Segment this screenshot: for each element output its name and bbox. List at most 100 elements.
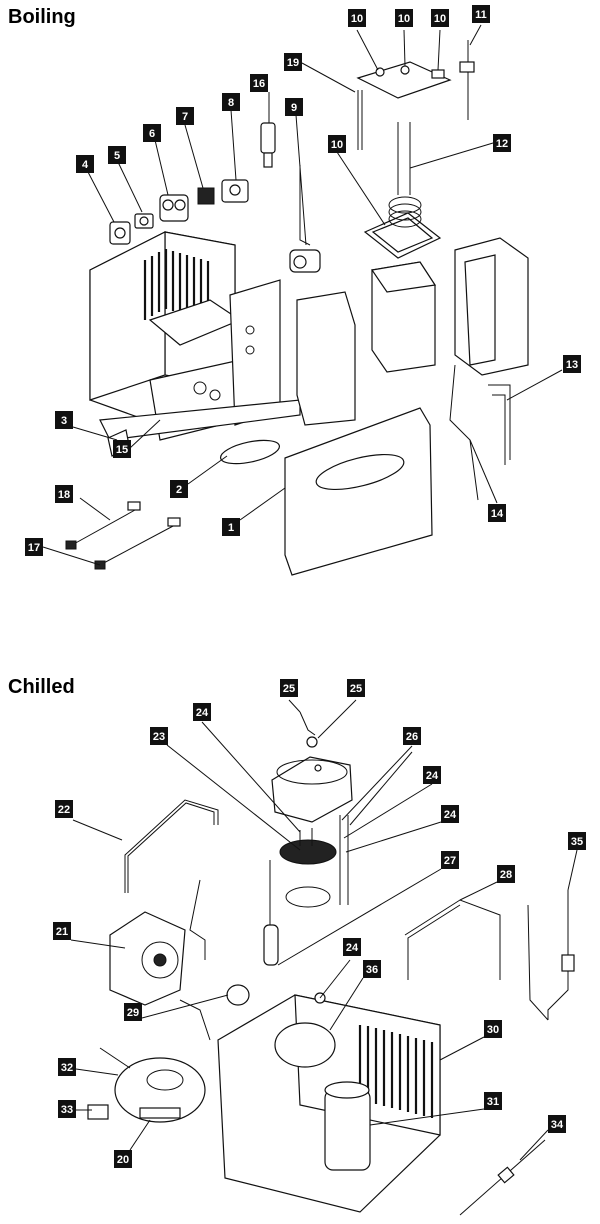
callout-24: 24 — [423, 766, 441, 784]
svg-text:34: 34 — [551, 1119, 564, 1131]
svg-text:1: 1 — [228, 522, 234, 534]
callout-36: 36 — [363, 960, 381, 978]
svg-text:24: 24 — [346, 942, 359, 954]
svg-text:31: 31 — [487, 1096, 499, 1108]
bracket-33 — [87, 1104, 109, 1120]
callout-25: 25 — [280, 679, 298, 697]
svg-text:25: 25 — [283, 683, 295, 695]
callout-30: 30 — [484, 1020, 502, 1038]
oring-27 — [285, 886, 331, 908]
svg-text:25: 25 — [350, 683, 362, 695]
svg-text:10: 10 — [398, 13, 410, 25]
valve-5 — [134, 213, 154, 229]
svg-text:10: 10 — [351, 13, 363, 25]
svg-text:4: 4 — [82, 159, 89, 171]
callout-10: 10 — [395, 9, 413, 27]
svg-text:21: 21 — [56, 926, 68, 938]
svg-text:16: 16 — [253, 78, 265, 90]
callout-7: 7 — [176, 107, 194, 125]
svg-text:23: 23 — [153, 731, 165, 743]
svg-text:6: 6 — [149, 128, 155, 140]
transformer-8 — [221, 179, 249, 203]
rear-enclosure — [454, 237, 529, 376]
lid-assembly-10 — [356, 61, 452, 99]
cold-tank-lid — [271, 756, 353, 823]
svg-text:28: 28 — [500, 869, 512, 881]
svg-text:8: 8 — [228, 97, 234, 109]
harness-35 — [527, 890, 575, 1021]
sensor-16 — [260, 122, 276, 168]
svg-text:14: 14 — [491, 508, 504, 520]
callout-32: 32 — [58, 1058, 76, 1076]
svg-text:20: 20 — [117, 1154, 129, 1166]
chilled-section-title: Chilled — [8, 676, 75, 698]
callout-21: 21 — [53, 922, 71, 940]
callout-26: 26 — [403, 727, 421, 745]
callout-28: 28 — [497, 865, 515, 883]
svg-text:29: 29 — [127, 1007, 139, 1019]
callout-15: 15 — [113, 440, 131, 458]
tube-28 — [404, 899, 501, 980]
svg-text:11: 11 — [475, 9, 487, 21]
svg-text:32: 32 — [61, 1062, 73, 1074]
valve-6 — [159, 194, 189, 222]
callout-8: 8 — [222, 93, 240, 111]
cap-tube-32 — [99, 1047, 131, 1069]
callout-31: 31 — [484, 1092, 502, 1110]
callout-11: 11 — [472, 5, 490, 23]
svg-text:10: 10 — [331, 139, 343, 151]
svg-text:30: 30 — [487, 1024, 499, 1036]
callout-10: 10 — [348, 9, 366, 27]
svg-text:27: 27 — [444, 855, 456, 867]
callout-24: 24 — [193, 703, 211, 721]
relay-7 — [197, 187, 215, 205]
pump-9 — [289, 165, 321, 273]
tank-gasket-10 — [363, 212, 442, 259]
cold-tank-31 — [324, 1081, 371, 1171]
boiling-parts — [65, 40, 529, 576]
callout-25: 25 — [347, 679, 365, 697]
callout-17: 17 — [25, 538, 43, 556]
svg-text:2: 2 — [176, 484, 182, 496]
callout-34: 34 — [548, 1115, 566, 1133]
callout-24: 24 — [343, 938, 361, 956]
callout-33: 33 — [58, 1100, 76, 1118]
svg-text:10: 10 — [434, 13, 446, 25]
callout-24: 24 — [441, 805, 459, 823]
callout-1: 1 — [222, 518, 240, 536]
callout-9: 9 — [285, 98, 303, 116]
coil-27-tube — [189, 860, 279, 966]
tube-13 — [488, 384, 511, 465]
front-panel-1 — [284, 407, 433, 576]
svg-text:12: 12 — [496, 138, 508, 150]
callouts: 10 10 10 11 19 16 8 7 6 9 5 4 10 12 13 3… — [25, 5, 586, 1168]
display-2 — [219, 439, 281, 465]
evaporator-plate-23 — [279, 828, 337, 865]
svg-text:26: 26 — [406, 731, 418, 743]
svg-text:15: 15 — [116, 444, 128, 456]
tube-14 — [449, 364, 479, 501]
probe-11 — [459, 40, 475, 120]
harness-18 — [65, 501, 141, 550]
svg-text:17: 17 — [28, 542, 40, 554]
compressor-20 — [114, 1057, 206, 1123]
svg-text:24: 24 — [444, 809, 457, 821]
svg-text:36: 36 — [366, 964, 378, 976]
probes-26 — [339, 815, 349, 905]
svg-text:5: 5 — [114, 150, 120, 162]
tube-22 — [124, 799, 219, 893]
harness-34 — [459, 1139, 546, 1216]
callout-22: 22 — [55, 800, 73, 818]
svg-text:19: 19 — [287, 57, 299, 69]
callout-27: 27 — [441, 851, 459, 869]
callout-18: 18 — [55, 485, 73, 503]
callout-4: 4 — [76, 155, 94, 173]
element-12 — [388, 122, 422, 228]
callout-23: 23 — [150, 727, 168, 745]
svg-text:13: 13 — [566, 359, 578, 371]
callout-35: 35 — [568, 832, 586, 850]
svg-text:33: 33 — [61, 1104, 73, 1116]
leader-lines — [42, 24, 578, 1161]
callout-14: 14 — [488, 504, 506, 522]
